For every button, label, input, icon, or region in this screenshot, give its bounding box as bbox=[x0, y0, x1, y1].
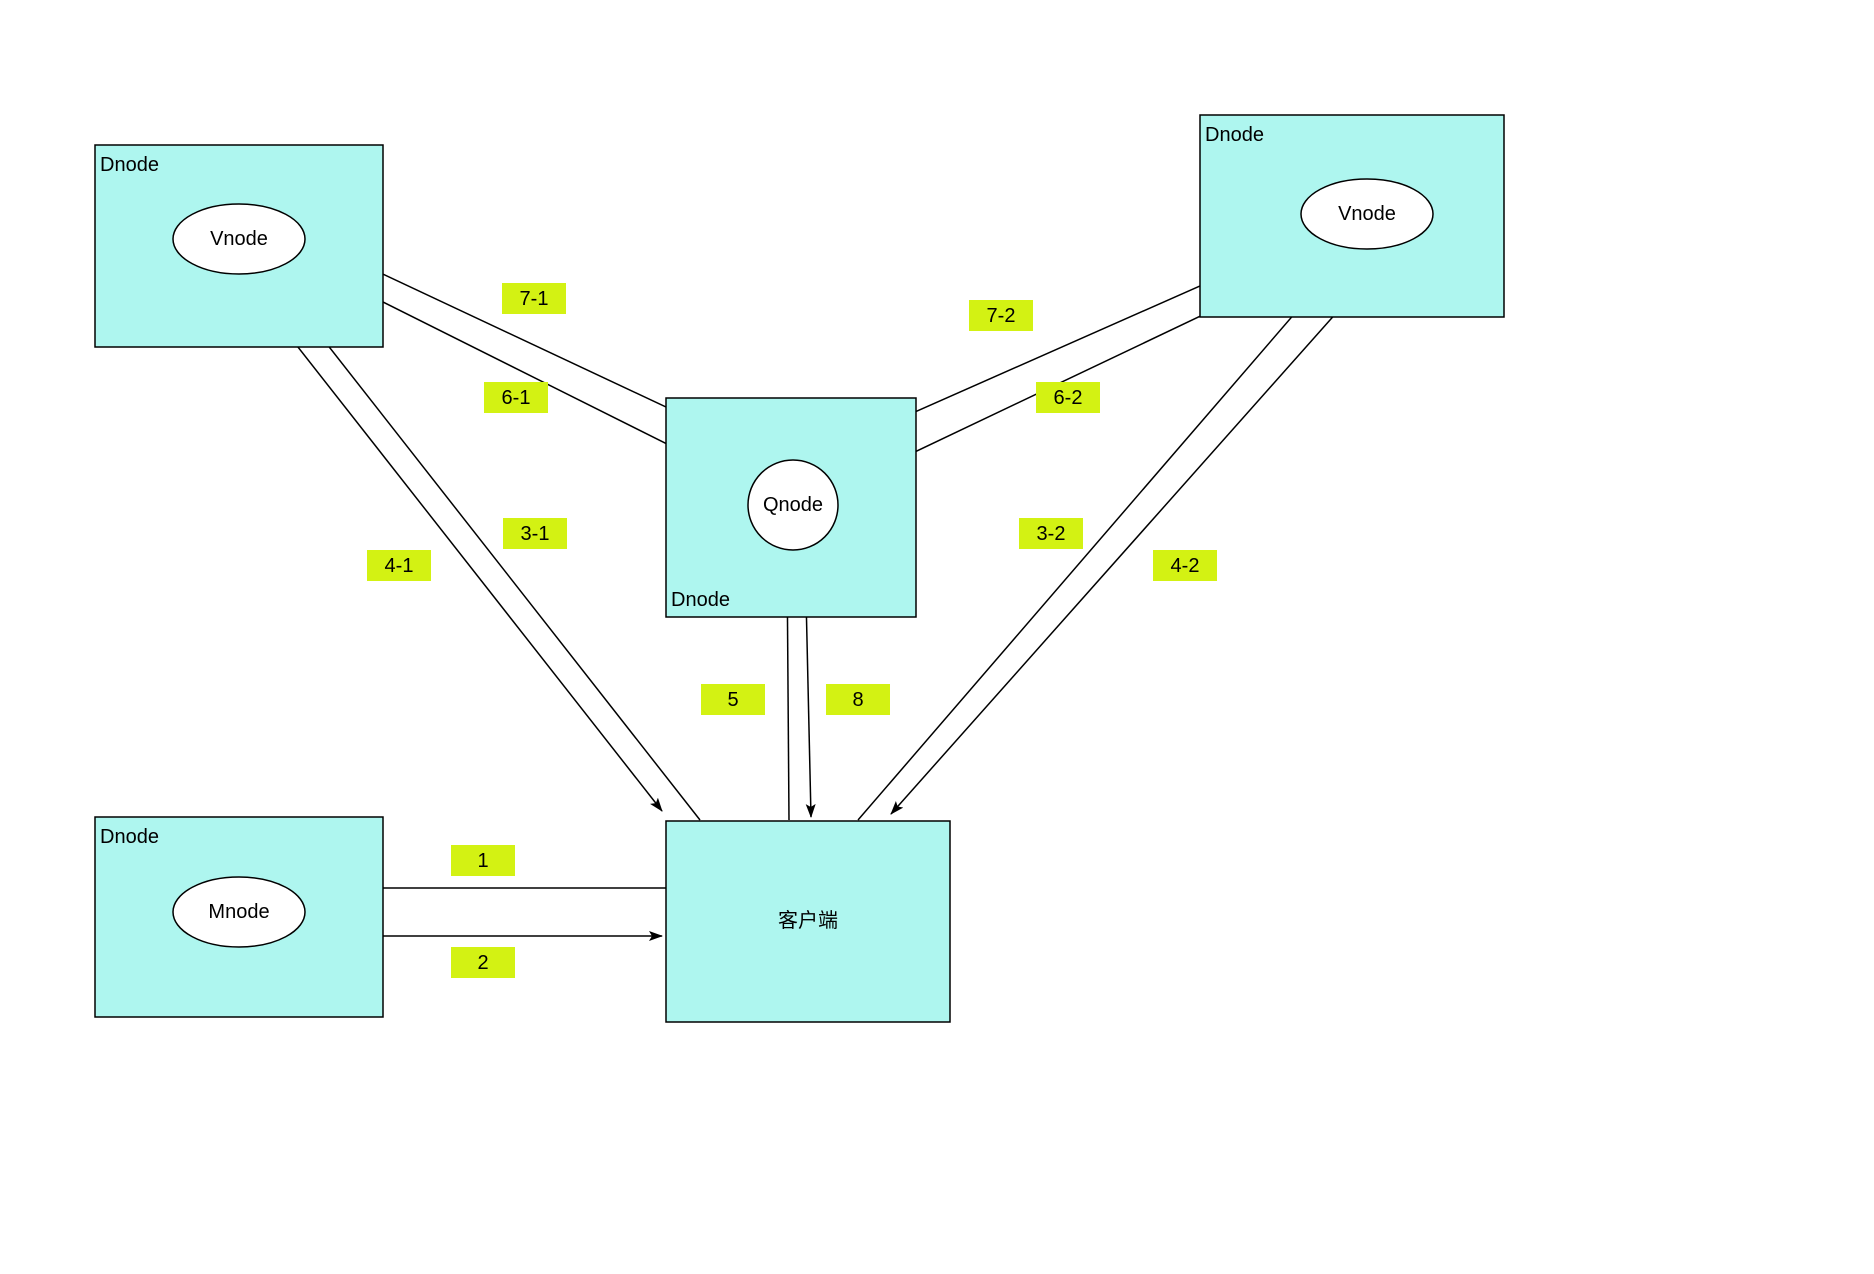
dnode-label: Dnode bbox=[1205, 124, 1264, 146]
edge-label-text: 6-2 bbox=[1054, 387, 1083, 409]
client-container: 客户端 bbox=[665, 820, 951, 1023]
edge-label-bg bbox=[502, 283, 566, 314]
edge-label-bg bbox=[826, 684, 890, 715]
dnode-label: Dnode bbox=[100, 154, 159, 176]
dnode-container-middle: Dnode Qnode bbox=[665, 397, 917, 618]
edge-label-text: 7-1 bbox=[520, 288, 549, 310]
edge-label-bg bbox=[969, 300, 1033, 331]
edge-label-3-2: 3-2 bbox=[1019, 518, 1083, 549]
edge-label-3-1: 3-1 bbox=[503, 518, 567, 549]
edge-label-bg bbox=[451, 947, 515, 978]
edge-label-7-1: 7-1 bbox=[502, 283, 566, 314]
edge-label-text: 7-2 bbox=[987, 305, 1016, 327]
dnode-label: Dnode bbox=[671, 589, 730, 611]
edge-label-text: 6-1 bbox=[502, 387, 531, 409]
edge-3-2 bbox=[857, 253, 1347, 821]
edge-label-bg bbox=[1036, 382, 1100, 413]
vnode-ellipse bbox=[172, 203, 306, 275]
edge-label-text: 1 bbox=[477, 850, 488, 872]
edge-label-5: 5 bbox=[701, 684, 765, 715]
edge-4-2 bbox=[890, 256, 1387, 815]
edge-label-bg bbox=[1153, 550, 1217, 581]
dnode-container-top-right: Dnode Vnode bbox=[1199, 114, 1505, 318]
dnode-container-bottom-left: Dnode Mnode bbox=[94, 816, 384, 1018]
edge-3-1 bbox=[271, 273, 701, 821]
edge-label-4-1: 4-1 bbox=[367, 550, 431, 581]
client-box bbox=[665, 820, 951, 1023]
dnode-label: Dnode bbox=[100, 826, 159, 848]
edge-label-bg bbox=[451, 845, 515, 876]
vnode-label: Vnode bbox=[210, 228, 268, 250]
edge-label-text: 4-2 bbox=[1171, 555, 1200, 577]
edge-label-6-2: 6-2 bbox=[1036, 382, 1100, 413]
vnode-ellipse bbox=[1300, 178, 1434, 250]
edge-label-text: 5 bbox=[727, 689, 738, 711]
mnode-ellipse bbox=[172, 876, 306, 948]
mnode-label: Mnode bbox=[208, 901, 269, 923]
edge-label-text: 8 bbox=[852, 689, 863, 711]
qnode-label: Qnode bbox=[763, 494, 823, 516]
edge-label-6-1: 6-1 bbox=[484, 382, 548, 413]
edge-4-1 bbox=[242, 276, 663, 812]
qnode-circle bbox=[747, 459, 839, 551]
edge-label-text: 3-1 bbox=[521, 523, 550, 545]
edge-label-bg bbox=[484, 382, 548, 413]
edge-label-text: 4-1 bbox=[385, 555, 414, 577]
edge-label-bg bbox=[1019, 518, 1083, 549]
edge-label-2: 2 bbox=[451, 947, 515, 978]
edge-labels-layer: 1 2 3-1 4-1 3-2 4-2 5 8 bbox=[367, 283, 1217, 978]
edge-label-bg bbox=[701, 684, 765, 715]
dnode-container-top-left: Dnode Vnode bbox=[94, 144, 384, 348]
edge-label-1: 1 bbox=[451, 845, 515, 876]
vnode-label: Vnode bbox=[1338, 203, 1396, 225]
edge-label-text: 3-2 bbox=[1037, 523, 1066, 545]
edge-label-bg bbox=[503, 518, 567, 549]
edge-label-bg bbox=[367, 550, 431, 581]
edge-label-text: 2 bbox=[477, 952, 488, 974]
client-label: 客户端 bbox=[778, 909, 838, 932]
edge-label-8: 8 bbox=[826, 684, 890, 715]
edge-label-7-2: 7-2 bbox=[969, 300, 1033, 331]
edge-label-4-2: 4-2 bbox=[1153, 550, 1217, 581]
